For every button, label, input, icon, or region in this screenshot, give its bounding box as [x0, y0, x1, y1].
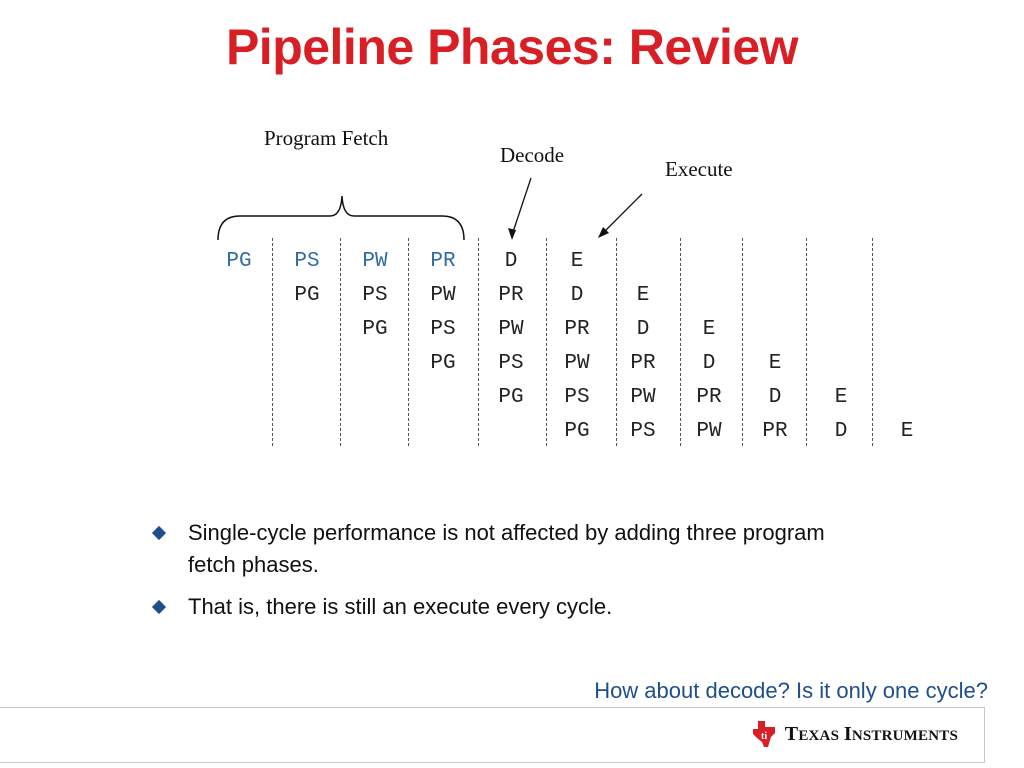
- pipeline-cell: PG: [362, 318, 388, 341]
- pipeline-cell: D: [834, 420, 848, 443]
- column-divider: [872, 238, 873, 446]
- pipeline-cell: PW: [498, 318, 524, 341]
- pipeline-cell: D: [768, 386, 782, 409]
- pipeline-cell: D: [702, 352, 716, 375]
- pipeline-cell: [205, 347, 273, 381]
- pipeline-cell: [873, 347, 941, 381]
- pipeline-cell: [341, 347, 409, 381]
- pipeline-cell: PS: [564, 386, 590, 409]
- pipeline-cell: PS: [430, 318, 456, 341]
- pipeline-cell: [273, 381, 341, 415]
- pipeline-cell: [341, 381, 409, 415]
- pipeline-cell: PS: [630, 420, 656, 443]
- pipeline-cell: [409, 381, 477, 415]
- pipeline-cell: D: [504, 250, 518, 273]
- pipeline-cell: PS: [294, 250, 320, 273]
- svg-text:ti: ti: [761, 731, 767, 742]
- execute-arrowhead: [598, 227, 609, 238]
- pipeline-cell: [741, 245, 809, 279]
- pipeline-cell: PS: [362, 284, 388, 307]
- pipeline-cell: E: [570, 250, 584, 273]
- pipeline-cell: [873, 245, 941, 279]
- column-divider: [272, 238, 273, 446]
- column-divider: [742, 238, 743, 446]
- pipeline-cell: PR: [696, 386, 722, 409]
- question-text: How about decode? Is it only one cycle?: [594, 678, 988, 703]
- pipeline-cell: PR: [564, 318, 590, 341]
- pipeline-cell: E: [834, 386, 848, 409]
- column-divider: [340, 238, 341, 446]
- pipeline-cell: [273, 347, 341, 381]
- column-divider: [616, 238, 617, 446]
- footer-bar: [0, 707, 985, 763]
- pipeline-cell: PW: [564, 352, 590, 375]
- pipeline-cell: E: [636, 284, 650, 307]
- pipeline-cell: D: [570, 284, 584, 307]
- bullet-list: Single-cycle performance is not affected…: [150, 517, 870, 633]
- pipeline-cell: E: [900, 420, 914, 443]
- pipeline-cell: [477, 415, 545, 449]
- pipeline-cell: [205, 313, 273, 347]
- execute-label: Execute: [665, 157, 733, 181]
- decode-arrow: [511, 177, 532, 236]
- pipeline-cell: [205, 279, 273, 313]
- pipeline-cell: PG: [226, 250, 252, 273]
- pipeline-cell: PS: [498, 352, 524, 375]
- pipeline-cell: PR: [762, 420, 788, 443]
- pipeline-cell: [873, 279, 941, 313]
- pipeline-cell: D: [636, 318, 650, 341]
- pipeline-cell: [205, 415, 273, 449]
- pipeline-cell: [807, 279, 875, 313]
- pipeline-cell: PW: [430, 284, 456, 307]
- pipeline-cell: PG: [564, 420, 590, 443]
- pipeline-cell: [873, 313, 941, 347]
- pipeline-cell: [675, 279, 743, 313]
- pipeline-cell: PG: [498, 386, 524, 409]
- pipeline-cell: PG: [294, 284, 320, 307]
- logo-text: TEXAS INSTRUMENTS: [784, 722, 958, 745]
- column-divider: [408, 238, 409, 446]
- pipeline-cell: [741, 313, 809, 347]
- pipeline-cell: [807, 313, 875, 347]
- pipeline-cell: [807, 245, 875, 279]
- pipeline-cell: E: [702, 318, 716, 341]
- bullet-item: That is, there is still an execute every…: [150, 591, 870, 623]
- bullet-text: That is, there is still an execute every…: [188, 594, 613, 619]
- pipeline-cell: [873, 381, 941, 415]
- pipeline-cell: [609, 245, 677, 279]
- texas-instruments-logo-icon: ti: [752, 721, 775, 747]
- diamond-bullet-icon: [151, 525, 167, 541]
- column-divider: [806, 238, 807, 446]
- pipeline-cell: [341, 415, 409, 449]
- column-divider: [478, 238, 479, 446]
- pipeline-cell: [741, 279, 809, 313]
- texas-instruments-logo: ti TEXAS INSTRUMENTS: [751, 720, 958, 748]
- pipeline-cell: [273, 313, 341, 347]
- pipeline-cell: E: [768, 352, 782, 375]
- pipeline-cell: [205, 381, 273, 415]
- pipeline-cell: PR: [430, 250, 456, 273]
- execute-arrow: [601, 193, 643, 235]
- column-divider: [546, 238, 547, 446]
- decode-arrowhead: [508, 228, 516, 240]
- pipeline-cell: PR: [498, 284, 524, 307]
- pipeline-cell: [675, 245, 743, 279]
- pipeline-cell: [807, 347, 875, 381]
- diamond-bullet-icon: [151, 599, 167, 615]
- pipeline-cell: [409, 415, 477, 449]
- program-fetch-label: Program Fetch: [264, 126, 389, 150]
- program-fetch-brace: [217, 195, 465, 241]
- pipeline-cell: PW: [630, 386, 656, 409]
- pipeline-cell: PW: [696, 420, 722, 443]
- bullet-text: Single-cycle performance is not affected…: [188, 520, 825, 577]
- pipeline-cell: PR: [630, 352, 656, 375]
- pipeline-cell: PG: [430, 352, 456, 375]
- bullet-item: Single-cycle performance is not affected…: [150, 517, 870, 581]
- pipeline-cell: [273, 415, 341, 449]
- slide-title: Pipeline Phases: Review: [225, 19, 799, 75]
- pipeline-cell: PW: [362, 250, 388, 273]
- column-divider: [680, 238, 681, 446]
- decode-label: Decode: [500, 143, 565, 167]
